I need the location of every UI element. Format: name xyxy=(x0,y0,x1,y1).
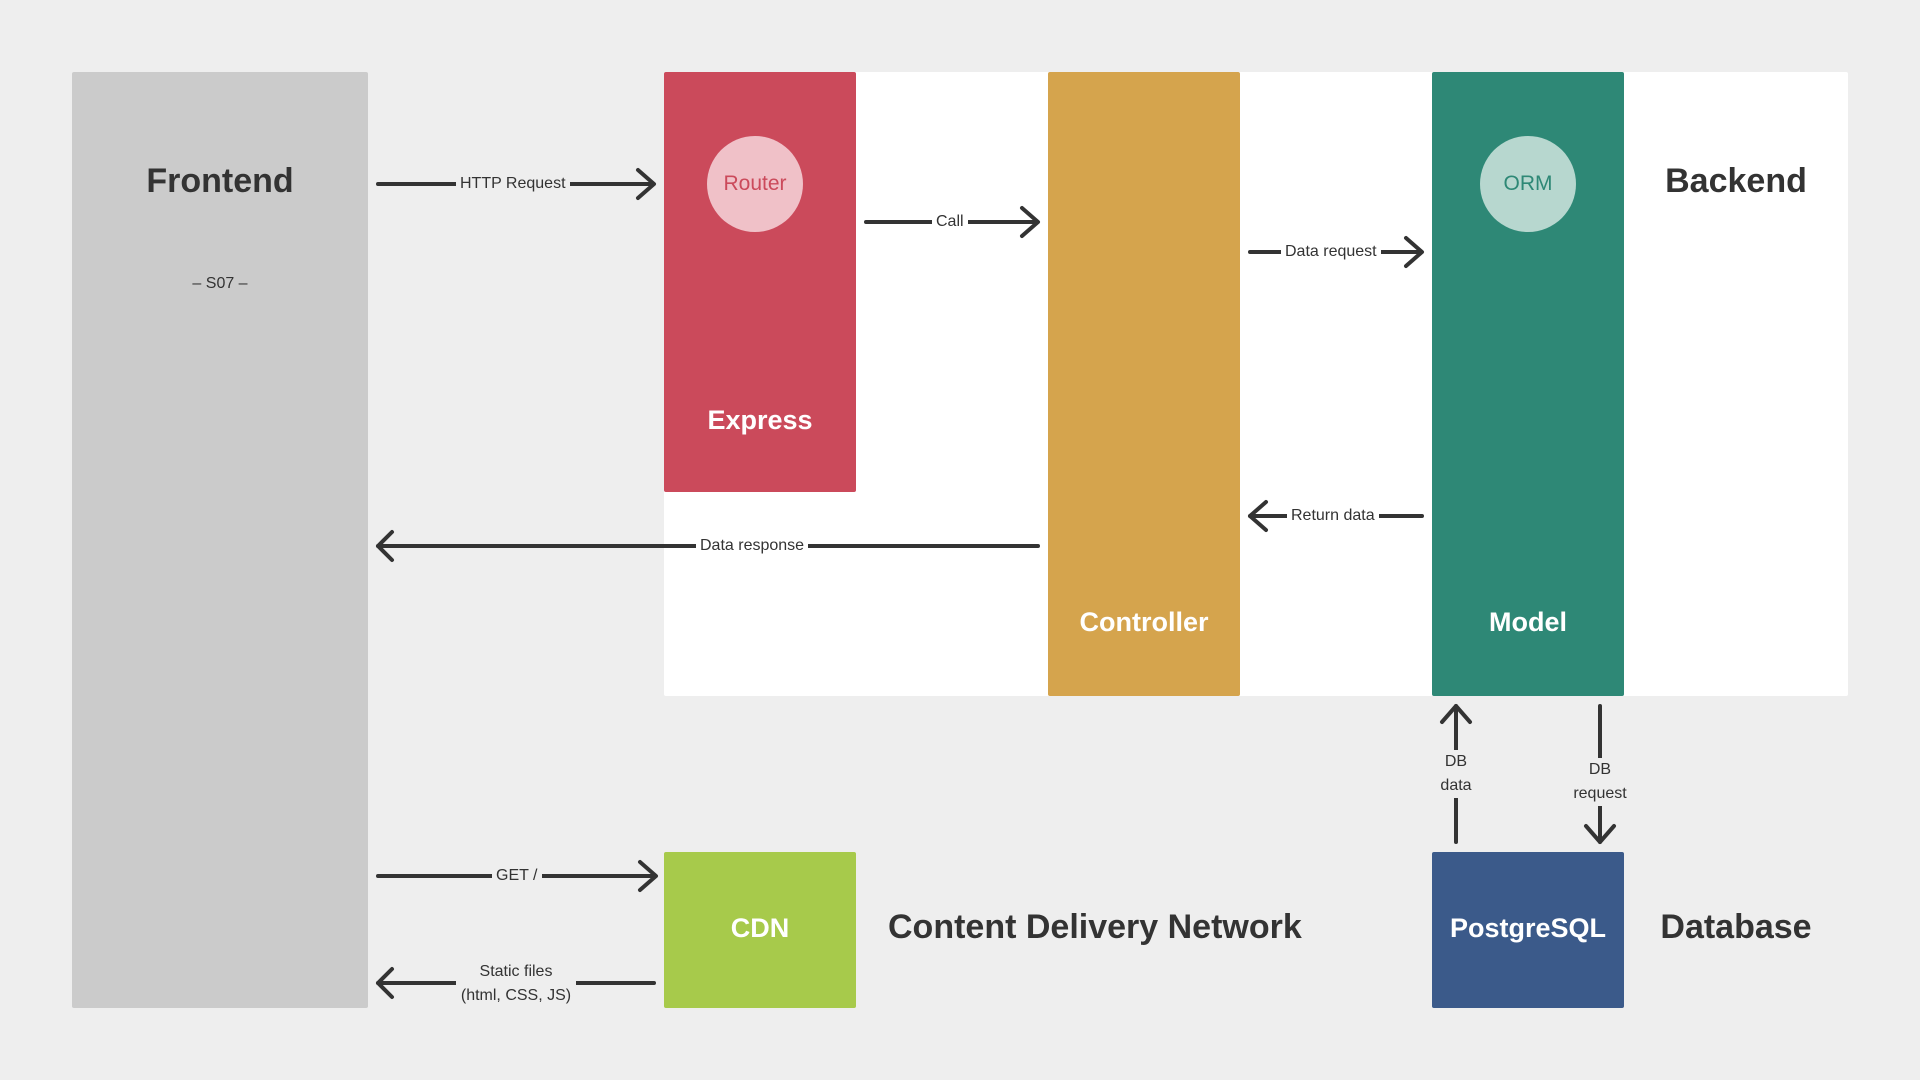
static-files-label-line2: (html, CSS, JS) xyxy=(460,987,572,1004)
cdn-box xyxy=(664,852,856,1008)
call-arrowhead xyxy=(1020,206,1040,238)
http-request-arrowhead xyxy=(636,168,656,200)
backend-panel xyxy=(664,72,1848,696)
postgresql-box xyxy=(1432,852,1624,1008)
model-label: Model xyxy=(1489,607,1567,637)
cdn-label: CDN xyxy=(730,913,790,943)
call-label: Call xyxy=(932,210,968,234)
controller-box xyxy=(1048,72,1240,696)
frontend-panel xyxy=(72,72,368,1008)
express-label: Express xyxy=(707,405,813,435)
static-files-label: Static files (html, CSS, JS) xyxy=(456,960,576,1008)
data-response-label: Data response xyxy=(696,534,809,558)
static-files-label-line1: Static files xyxy=(479,963,553,980)
data-request-arrowhead xyxy=(1404,236,1424,268)
frontend-subtitle: – S07 – xyxy=(192,275,248,292)
static-files-arrowhead xyxy=(376,967,394,999)
db-request-label: DB request xyxy=(1560,758,1640,806)
http-request-label: HTTP Request xyxy=(456,172,570,196)
database-title: Database xyxy=(1660,908,1812,946)
orm-node: ORM xyxy=(1480,136,1576,232)
db-data-arrowhead xyxy=(1440,704,1472,724)
return-data-label: Return data xyxy=(1287,504,1379,528)
frontend-title: Frontend xyxy=(146,162,294,200)
db-request-label-line1: DB xyxy=(1588,761,1612,778)
get-label: GET / xyxy=(492,864,542,888)
backend-title: Backend xyxy=(1665,162,1807,200)
db-request-label-line2: request xyxy=(1573,785,1627,802)
controller-label: Controller xyxy=(1079,607,1209,637)
get-arrowhead xyxy=(638,860,658,892)
db-data-label: DB data xyxy=(1426,750,1486,798)
return-data-arrowhead xyxy=(1248,500,1268,532)
data-response-arrowhead xyxy=(376,530,394,562)
data-request-label: Data request xyxy=(1281,240,1381,264)
cdn-title: Content Delivery Network xyxy=(888,908,1302,946)
db-data-label-line2: data xyxy=(1440,777,1472,794)
postgresql-label: PostgreSQL xyxy=(1449,913,1607,943)
db-request-arrowhead xyxy=(1584,824,1616,844)
router-node: Router xyxy=(707,136,803,232)
db-data-label-line1: DB xyxy=(1444,753,1468,770)
